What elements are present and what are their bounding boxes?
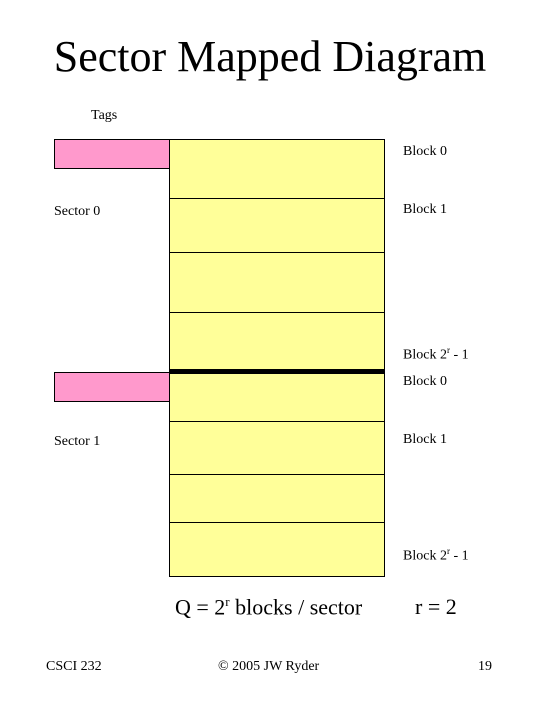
sector-0-label: Sector 0 [54,204,101,219]
sector-1-block-3 [169,522,385,577]
page-title: Sector Mapped Diagram [53,32,487,81]
sector-divider [169,369,385,374]
sector-1-block-0-label: Block 0 [403,374,447,389]
sector-0-tag [54,139,170,169]
formula-r: r = 2 [415,594,457,619]
formula-q: Q = 2r blocks / sector [175,594,363,620]
footer-course: CSCI 232 [46,659,102,674]
sector-1-block-1 [169,421,385,475]
sector-1-block-last-label: Block 2r - 1 [403,546,469,564]
sector-0-block-last-label: Block 2r - 1 [403,345,469,363]
sector-0-block-2 [169,252,385,313]
sector-0-block-0 [169,139,385,199]
sector-1-block-0 [169,373,385,422]
sector-1-label: Sector 1 [54,434,101,449]
sector-0-block-1 [169,198,385,253]
sector-0-block-1-label: Block 1 [403,202,447,217]
sector-1-block-1-label: Block 1 [403,432,447,447]
footer-page-number: 19 [478,659,492,674]
tags-label: Tags [91,108,118,123]
sector-1-tag [54,372,170,402]
sector-0-block-0-label: Block 0 [403,144,447,159]
sector-0-block-3 [169,312,385,372]
sector-1-block-2 [169,474,385,523]
footer-copyright: © 2005 JW Ryder [218,659,320,674]
